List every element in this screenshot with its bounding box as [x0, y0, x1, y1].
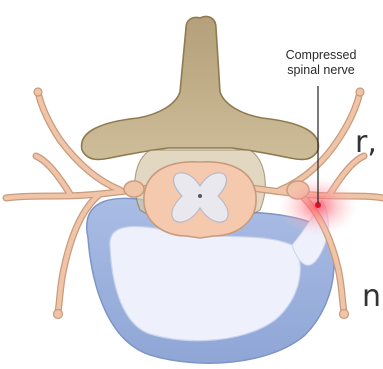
left-ganglion: [124, 181, 144, 197]
annotation-line-1: Compressed: [262, 48, 380, 63]
annotation-line-2: spinal nerve: [262, 63, 380, 78]
annotation-label: Compressed spinal nerve: [262, 48, 380, 78]
central-canal: [198, 194, 202, 198]
spinous-process: [82, 16, 319, 159]
